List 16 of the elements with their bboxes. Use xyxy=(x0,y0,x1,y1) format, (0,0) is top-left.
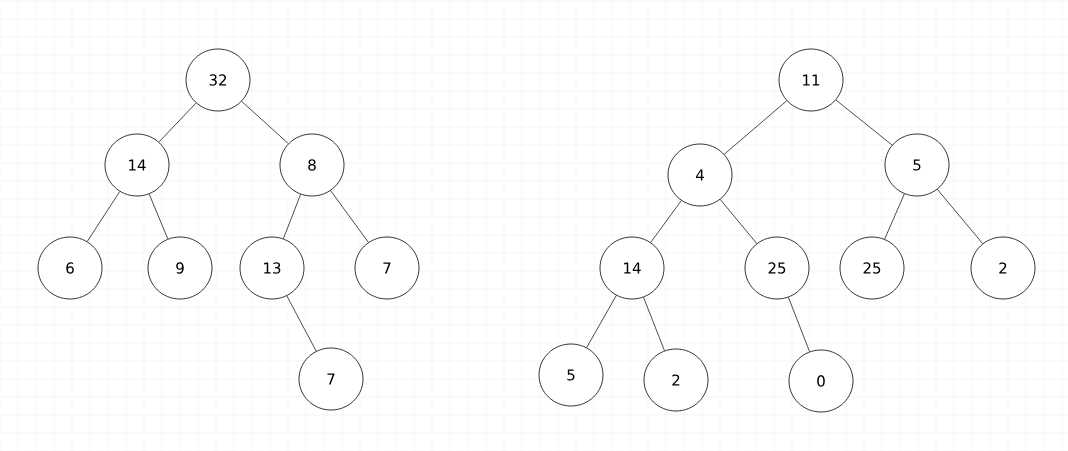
tree-edge xyxy=(788,297,810,352)
tree-edge xyxy=(241,101,289,144)
tree-edge xyxy=(650,200,682,243)
tree-edge xyxy=(86,191,121,242)
tree-edge xyxy=(158,102,197,143)
tree-edge xyxy=(330,190,369,243)
tree-edge xyxy=(723,100,788,155)
tree-edge xyxy=(286,295,317,352)
tree-edge xyxy=(937,189,983,244)
tree-edge xyxy=(643,297,665,351)
tree-edge xyxy=(148,193,169,240)
tree-edge xyxy=(719,199,758,244)
tree-edge xyxy=(884,193,905,240)
tree-edge xyxy=(586,295,617,348)
tree-edge xyxy=(283,194,301,239)
tree-edge xyxy=(835,99,893,146)
